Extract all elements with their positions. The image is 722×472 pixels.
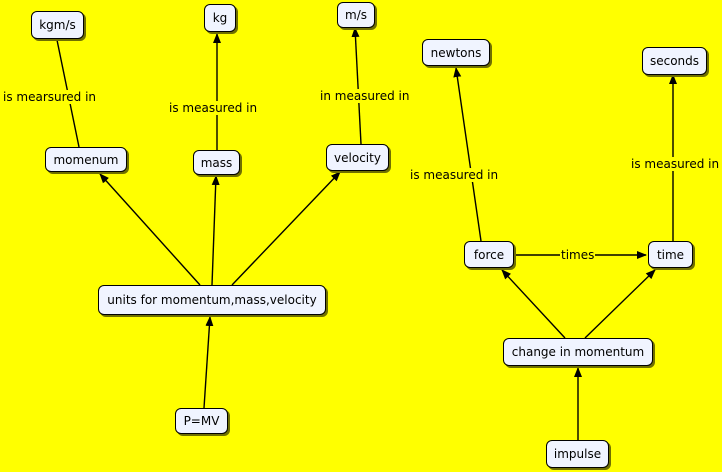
concept-node-change[interactable]: change in momentum — [503, 338, 653, 366]
concept-node-ms[interactable]: m/s — [337, 2, 375, 28]
concept-node-time[interactable]: time — [648, 241, 693, 268]
concept-node-kg[interactable]: kg — [204, 4, 236, 32]
link-units-to-mass — [211, 175, 220, 286]
link-label-force-time: times — [560, 248, 596, 262]
concept-node-units[interactable]: units for momentum,mass,velocity — [98, 285, 326, 315]
link-force-to-newtons — [453, 67, 482, 242]
link-label-mass-kg: is measured in — [168, 101, 259, 115]
concept-node-kgms[interactable]: kgm/s — [31, 11, 84, 39]
concept-node-momenum[interactable]: momenum — [45, 147, 127, 172]
link-units-to-velocity — [231, 171, 341, 286]
link-label-velocity-ms: in measured in — [319, 89, 411, 103]
link-label-time-seconds: is measured in — [630, 157, 721, 171]
link-pmv-to-units — [203, 316, 214, 409]
concept-node-newtons[interactable]: newtons — [422, 39, 490, 66]
link-change-to-force — [501, 269, 566, 339]
link-label-momenum-kgms: is mearsured in — [2, 90, 98, 104]
concept-node-pmv[interactable]: P=MV — [175, 408, 228, 434]
concept-node-seconds[interactable]: seconds — [642, 47, 707, 75]
concept-node-impulse[interactable]: impulse — [546, 440, 609, 468]
link-label-force-newtons: is measured in — [409, 168, 500, 182]
concept-node-force[interactable]: force — [464, 241, 514, 268]
link-velocity-to-ms — [351, 27, 362, 145]
concept-node-velocity[interactable]: velocity — [326, 144, 389, 171]
link-change-to-time — [584, 269, 656, 339]
link-units-to-momenum — [99, 173, 201, 286]
concept-node-mass[interactable]: mass — [193, 150, 240, 175]
